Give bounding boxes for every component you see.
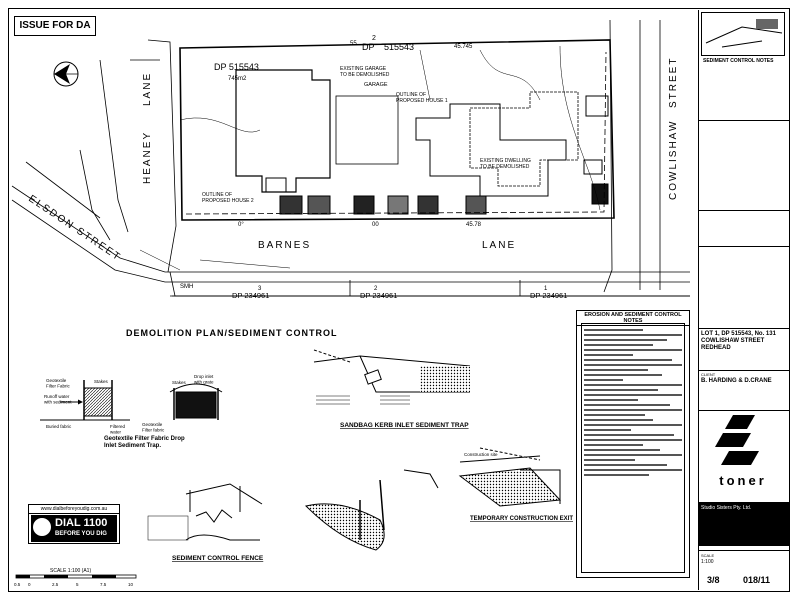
existing-dwelling-outline xyxy=(469,91,579,187)
project-address: LOT 1, DP 515543, No. 131 COWLISHAW STRE… xyxy=(701,331,776,351)
adjacent-lot-3-dp: DP 234961 xyxy=(232,291,269,300)
scale-caption: SCALE xyxy=(701,553,715,558)
adjacent-lot-1-dp: DP 234961 xyxy=(530,291,567,300)
street-cowlishaw: COWLISHAW xyxy=(668,120,679,200)
title-block-detail-sketch xyxy=(701,12,785,56)
street-cowlishaw-street: STREET xyxy=(668,57,679,108)
svg-text:Construction site: Construction site xyxy=(464,452,498,457)
dp-ref-label: DP xyxy=(362,42,375,52)
company-name: toner xyxy=(719,473,767,488)
sheet-border xyxy=(8,8,790,592)
sandbag-title: SANDBAG KERB INLET SEDIMENT TRAP xyxy=(340,422,469,429)
dp-lot-label: DP 515543 xyxy=(214,62,259,72)
scale-bar: SCALE 1:100 (A1) 0.5 0 2.5 5 7.5 10 xyxy=(14,568,137,587)
client-label: CLIENT xyxy=(701,372,716,377)
erosion-notes-panel: EROSION AND SEDIMENT CONTROL NOTES xyxy=(576,310,690,578)
notes-title: EROSION AND SEDIMENT CONTROL NOTES xyxy=(577,311,689,326)
street-elsdon: ELSDON STREET xyxy=(26,193,123,263)
north-arrow-icon xyxy=(53,61,79,87)
sediment-fence-detail xyxy=(147,469,439,551)
sediment-fence-line xyxy=(185,51,607,215)
existing-garage-outline xyxy=(335,95,399,165)
dp-ref-number: 515543 xyxy=(384,42,414,52)
svg-text:10: 10 xyxy=(128,582,134,587)
adjacent-lot-1-number: 1 xyxy=(544,286,548,292)
sandbag-detail xyxy=(313,349,471,405)
scale-value: 1:100 xyxy=(701,559,714,565)
street-heaney: HEANEY xyxy=(142,131,153,184)
svg-text:Buried fabric: Buried fabric xyxy=(46,424,72,429)
street-barnes: BARNES xyxy=(258,240,311,251)
lot-boundary xyxy=(179,39,615,221)
svg-text:7.5: 7.5 xyxy=(100,582,107,587)
adjacent-lot-2-number: 2 xyxy=(374,286,378,292)
dial-sub-text: BEFORE YOU DIG xyxy=(55,531,107,537)
dial-main-text: DIAL 1100 xyxy=(55,517,108,529)
dial-banner: DIAL 1100 BEFORE YOU DIG xyxy=(31,515,117,542)
street-heaney-lane: LANE xyxy=(142,72,153,106)
dial-logo-icon xyxy=(33,518,51,536)
site-structures xyxy=(265,95,609,215)
demolition-title: DEMOLITION PLAN/SEDIMENT CONTROL xyxy=(126,328,338,338)
dim-top-right: 45.745 xyxy=(454,44,473,50)
company-info: Studio Sisters Pty. Ltd. xyxy=(701,505,752,511)
adjacent-lot-3-number: 3 xyxy=(258,286,262,292)
client-name: B. HARDING & D.CRANE xyxy=(701,378,772,384)
company-logo-area: toner xyxy=(699,410,789,500)
dial-before-you-dig-box: www.dialbeforeyoudig.com.au DIAL 1100 BE… xyxy=(28,504,120,544)
svg-text:Stakes: Stakes xyxy=(172,380,187,385)
dim-top-left: 55 xyxy=(350,41,357,47)
lot-area-label: 745m2 xyxy=(228,76,247,82)
toner-logo-icon xyxy=(715,415,759,465)
street-barnes-lane: LANE xyxy=(482,240,516,251)
adjacent-lot-2-dp: DP 234961 xyxy=(360,291,397,300)
proposed-house-2-outline xyxy=(235,69,331,193)
sheet-number: 3/8 xyxy=(707,575,720,585)
proposed-house-1-outline xyxy=(415,103,567,197)
title-block-header: SEDIMENT CONTROL NOTES xyxy=(703,58,774,64)
title-block: SEDIMENT CONTROL NOTES LOT 1, DP 515543,… xyxy=(698,10,789,590)
svg-text:0.5: 0.5 xyxy=(14,582,21,587)
issue-stamp: ISSUE FOR DA xyxy=(14,16,96,36)
dim-bottom-zero-mid: 00 xyxy=(372,222,379,228)
construction-exit-title: TEMPORARY CONSTRUCTION EXIT xyxy=(470,516,573,522)
svg-text:0: 0 xyxy=(28,582,31,587)
dim-bottom: 45.78 xyxy=(466,222,482,228)
svg-text:Stakes: Stakes xyxy=(94,379,109,384)
smh-label: SMH xyxy=(180,284,193,290)
drawing-number: 018/11 xyxy=(743,575,771,585)
notes-body xyxy=(581,323,685,573)
dim-bottom-zero-left: 0° xyxy=(238,222,244,228)
garage-label: GARAGE xyxy=(364,82,388,88)
construction-exit-detail: Construction site xyxy=(458,447,562,507)
lot-number-label: 2 xyxy=(372,35,376,42)
sediment-fence-title: SEDIMENT CONTROL FENCE xyxy=(172,555,264,562)
svg-text:5: 5 xyxy=(76,582,79,587)
svg-text:2.5: 2.5 xyxy=(52,582,59,587)
scale-label: SCALE 1:100 (A1) xyxy=(50,568,91,574)
dial-website: www.dialbeforeyoudig.com.au xyxy=(29,505,119,514)
